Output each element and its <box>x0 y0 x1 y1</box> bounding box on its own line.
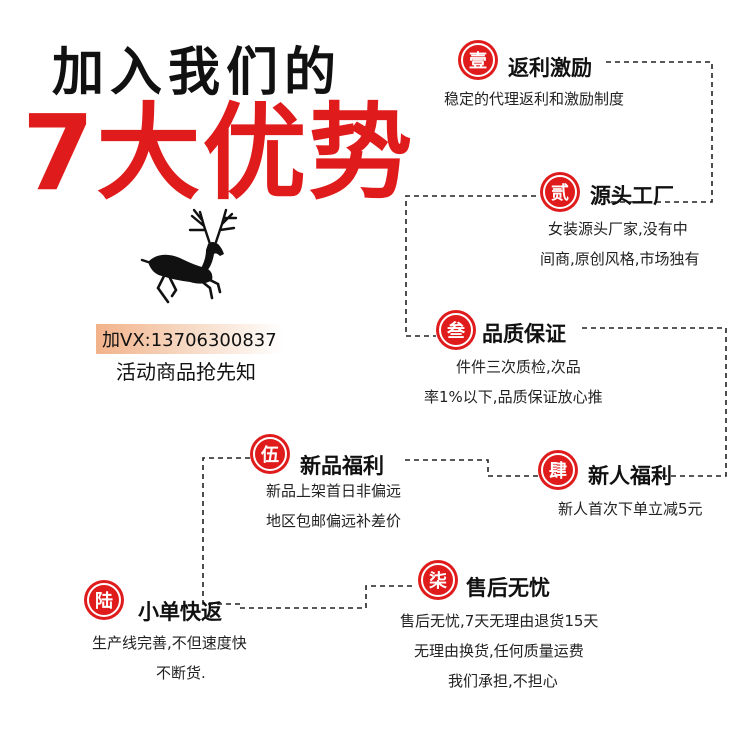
advantage-7-title: 售后无忧 <box>466 576 550 600</box>
advantage-1-title: 返利激励 <box>508 56 592 80</box>
deer-logo-icon <box>140 208 238 304</box>
badge-5-numeral: 伍 <box>253 437 287 471</box>
advantage-5-desc-line2: 地区包邮偏远补差价 <box>266 512 402 530</box>
badge-2: 贰 <box>540 172 580 212</box>
advantage-3-desc-line2: 率1%以下,品质保证放心推 <box>424 388 603 406</box>
badge-7-numeral: 柒 <box>421 563 455 597</box>
advantage-7-desc-line3: 我们承担,不担心 <box>448 672 558 690</box>
badge-2-numeral: 贰 <box>543 175 577 209</box>
badge-5: 伍 <box>250 434 290 474</box>
badge-1: 壹 <box>458 40 498 80</box>
badge-7: 柒 <box>418 560 458 600</box>
advantage-7-desc-line1: 售后无忧,7天无理由退货15天 <box>400 612 599 630</box>
advantage-3-title: 品质保证 <box>482 322 566 346</box>
advantage-6-desc-line1: 生产线完善,不但速度快 <box>92 634 247 652</box>
advantage-4-desc-line1: 新人首次下单立减5元 <box>558 500 703 518</box>
contact-tagline: 活动商品抢先知 <box>116 360 256 384</box>
badge-1-numeral: 壹 <box>461 43 495 77</box>
advantage-1-desc-line1: 稳定的代理返利和激励制度 <box>444 90 625 108</box>
badge-3-numeral: 叁 <box>439 313 473 347</box>
advantage-2-desc-line1: 女装源头厂家,没有中 <box>548 220 688 238</box>
advantage-6-title: 小单快返 <box>138 600 222 624</box>
badge-4-numeral: 肆 <box>541 453 575 487</box>
advantage-2-title: 源头工厂 <box>590 184 674 208</box>
badge-3: 叁 <box>436 310 476 350</box>
advantage-7-desc-line2: 无理由换货,任何质量运费 <box>414 642 584 660</box>
headline-line1: 加入我们的 <box>52 43 343 103</box>
advantage-4-title: 新人福利 <box>588 464 672 488</box>
advantage-2-desc-line2: 间商,原创风格,市场独有 <box>540 250 700 268</box>
advantage-6-desc-line2: 不断货. <box>156 664 206 682</box>
badge-6-numeral: 陆 <box>87 583 121 617</box>
advantage-5-title: 新品福利 <box>300 454 384 478</box>
badge-6: 陆 <box>84 580 124 620</box>
headline-line2: 7大优势 <box>22 92 415 214</box>
advantage-3-desc-line1: 件件三次质检,次品 <box>456 358 581 376</box>
wechat-contact: 加VX:13706300837 <box>96 324 283 354</box>
badge-4: 肆 <box>538 450 578 490</box>
advantage-5-desc-line1: 新品上架首日非偏远 <box>266 482 402 500</box>
